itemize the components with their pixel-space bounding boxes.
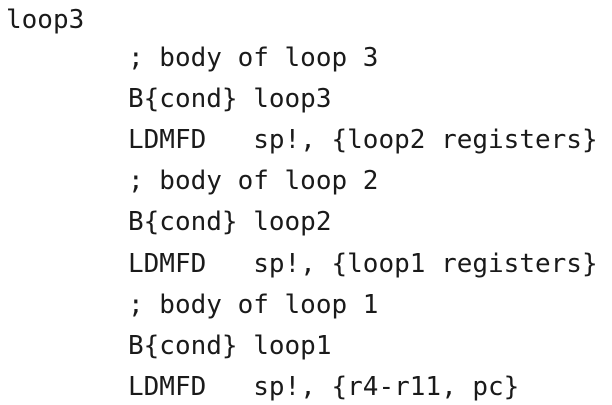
code-line: B{cond} loop2	[128, 207, 332, 237]
code-line: B{cond} loop3	[128, 84, 332, 114]
code-line: B{cond} loop1	[128, 331, 332, 361]
code-line: LDMFD sp!, {loop2 registers}	[128, 125, 598, 155]
code-line: ; body of loop 2	[128, 166, 379, 196]
code-line: ; body of loop 1	[128, 290, 379, 320]
code-line: ; body of loop 3	[128, 43, 379, 73]
code-line: LDMFD sp!, {loop1 registers}	[128, 249, 598, 279]
code-line: LDMFD sp!, {r4-r11, pc}	[128, 372, 520, 402]
code-label: loop3	[6, 5, 85, 35]
